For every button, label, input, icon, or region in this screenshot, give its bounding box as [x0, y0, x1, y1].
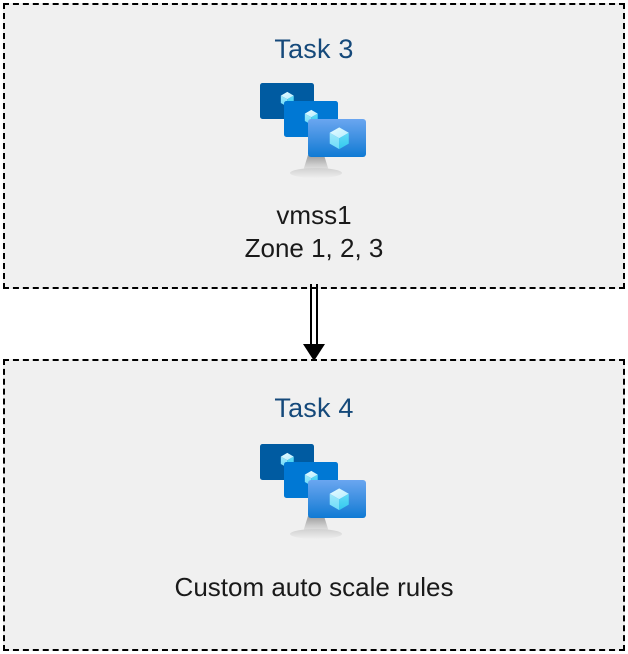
- task3-title: Task 3: [274, 34, 354, 64]
- vm-scale-set-icon-svg: [260, 444, 366, 539]
- task-box-task4: Task 4: [3, 359, 625, 651]
- vm-scale-set-icon: [254, 79, 374, 183]
- vm-scale-set-icon-svg: [260, 83, 366, 178]
- task3-labels: vmss1 Zone 1, 2, 3: [245, 199, 384, 265]
- connector-arrow-task3-to-task4: [296, 284, 332, 362]
- task4-title: Task 4: [274, 393, 354, 423]
- task4-label-line-1: Custom auto scale rules: [174, 572, 454, 602]
- task4-labels: Custom auto scale rules: [175, 571, 454, 604]
- down-arrow-icon: [303, 284, 325, 361]
- vm-scale-set-icon: [254, 440, 374, 544]
- task3-label-line-2: Zone 1, 2, 3: [244, 232, 384, 263]
- task-box-task3: Task 3: [3, 3, 625, 289]
- task3-label-line-1: vmss1: [276, 200, 352, 230]
